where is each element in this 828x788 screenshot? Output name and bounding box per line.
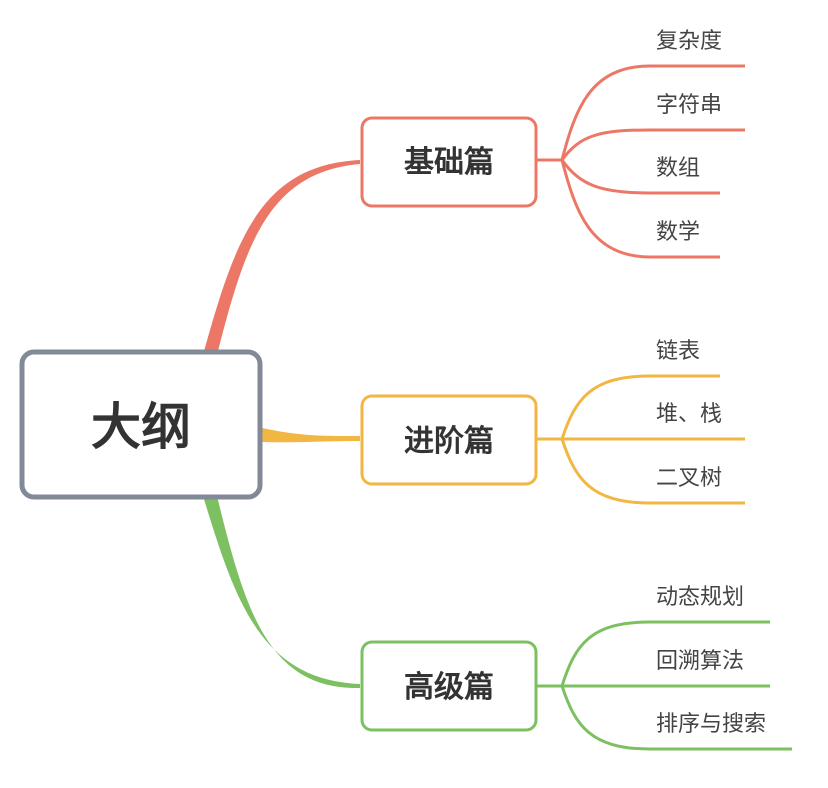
branch-advanced: 高级篇 动态规划 回溯算法 排序与搜索 <box>360 585 792 751</box>
connector-root-high <box>203 496 360 689</box>
branch-intermediate: 进阶篇 链表 堆、栈 二叉树 <box>360 339 745 505</box>
branch-advanced-leaf-connectors <box>537 620 792 751</box>
connector-root-advanced-mid <box>262 428 360 443</box>
leaf-binary-tree[interactable]: 二叉树 <box>656 466 722 491</box>
branch-basic-label: 基础篇 <box>404 145 494 180</box>
leaf-sort-search[interactable]: 排序与搜索 <box>656 712 766 737</box>
branch-intermediate-label: 进阶篇 <box>404 424 494 459</box>
root-label: 大纲 <box>91 398 191 456</box>
leaf-dynamic-programming[interactable]: 动态规划 <box>656 585 744 610</box>
root-node[interactable]: 大纲 <box>19 349 263 500</box>
leaf-string[interactable]: 字符串 <box>656 93 722 118</box>
branch-node-intermediate[interactable]: 进阶篇 <box>360 394 538 486</box>
branch-intermediate-leaf-connectors <box>537 374 745 505</box>
branch-node-basic[interactable]: 基础篇 <box>360 116 538 208</box>
branch-basic: 基础篇 复杂度 字符串 数组 数学 <box>360 29 745 259</box>
leaf-backtracking[interactable]: 回溯算法 <box>656 649 744 674</box>
connector-root-basic <box>203 160 360 355</box>
branch-basic-leaf-connectors <box>537 64 745 259</box>
leaf-math[interactable]: 数学 <box>656 220 700 245</box>
leaf-heap-stack[interactable]: 堆、栈 <box>656 402 722 427</box>
leaf-linked-list[interactable]: 链表 <box>656 339 700 364</box>
leaf-complexity[interactable]: 复杂度 <box>656 29 722 54</box>
leaf-array[interactable]: 数组 <box>656 156 700 181</box>
branch-advanced-label: 高级篇 <box>404 670 494 705</box>
branch-node-advanced[interactable]: 高级篇 <box>360 640 538 732</box>
